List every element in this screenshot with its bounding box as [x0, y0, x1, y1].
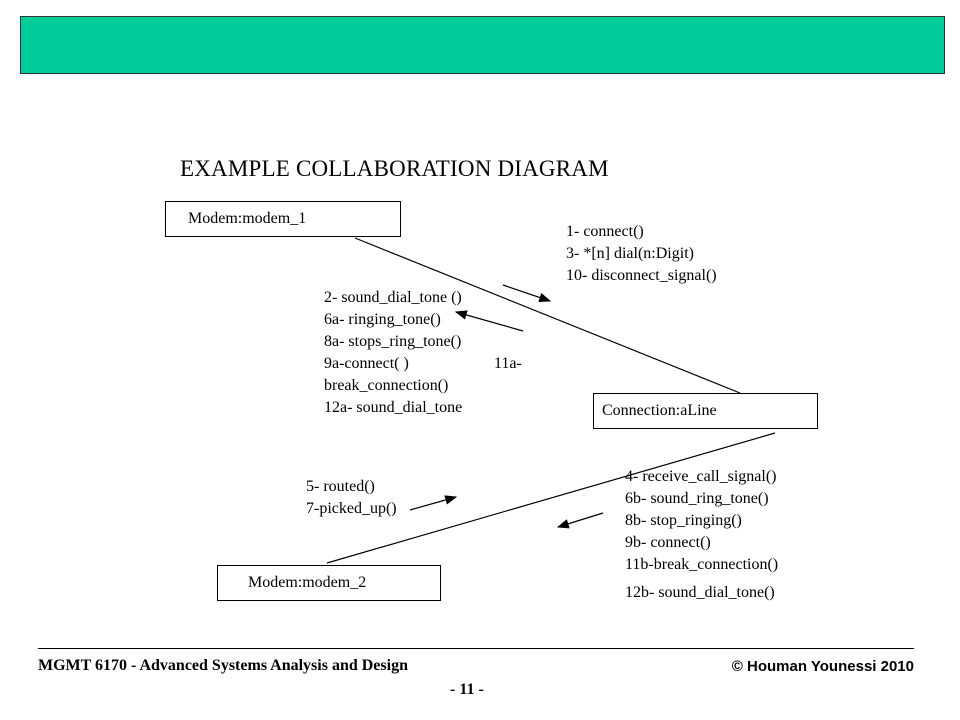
message: 3- *[n] dial(n:Digit) — [566, 245, 694, 262]
arrow-to-connection — [502, 284, 552, 303]
object-modem2-label: Modem:modem_2 — [248, 574, 367, 591]
message: 8b- stop_ringing() — [625, 512, 742, 529]
object-modem1: Modem:modem_1 — [165, 201, 401, 237]
message: 10- disconnect_signal() — [566, 267, 717, 284]
message: 7-picked_up() — [306, 500, 397, 517]
message: 11a- — [494, 355, 522, 372]
messages-to-modem2: 4- receive_call_signal() 6b- sound_ring_… — [625, 466, 778, 604]
object-modem1-label: Modem:modem_1 — [188, 210, 307, 227]
messages-from-modem2: 5- routed() 7-picked_up() — [306, 476, 397, 520]
link-modem1-connection — [354, 237, 741, 394]
message: 6a- ringing_tone() — [324, 311, 441, 328]
object-modem2: Modem:modem_2 — [217, 565, 441, 601]
message: 12a- sound_dial_tone — [324, 399, 463, 416]
link-connection-modem2 — [326, 432, 776, 564]
message: 9a-connect( ) — [324, 355, 409, 372]
message: 8a- stops_ring_tone() — [324, 333, 462, 350]
message: 12b- sound_dial_tone() — [625, 584, 775, 601]
footer-course: MGMT 6170 - Advanced Systems Analysis an… — [38, 657, 408, 674]
message: 4- receive_call_signal() — [625, 468, 777, 485]
arrow-to-modem2 — [556, 512, 604, 529]
arrow-to-modem1 — [454, 310, 524, 332]
footer-copyright: © Houman Younessi 2010 — [731, 658, 914, 675]
messages-to-connection: 1- connect() 3- *[n] dial(n:Digit) 10- d… — [566, 221, 717, 287]
diagram-title: EXAMPLE COLLABORATION DIAGRAM — [180, 156, 609, 181]
header-banner — [20, 16, 945, 74]
message: 9b- connect() — [625, 534, 711, 551]
page-number: - 11 - — [450, 681, 484, 698]
message: 5- routed() — [306, 478, 375, 495]
message: 11b-break_connection() — [625, 556, 779, 573]
message: 1- connect() — [566, 223, 644, 240]
messages-to-modem1: 2- sound_dial_tone () 6a- ringing_tone()… — [324, 287, 522, 419]
object-connection: Connection:aLine — [593, 393, 818, 429]
message: 2- sound_dial_tone () — [324, 289, 462, 306]
message: 6b- sound_ring_tone() — [625, 490, 769, 507]
arrow-from-modem2 — [409, 495, 458, 511]
message: break_connection() — [324, 377, 449, 394]
footer-divider — [38, 648, 914, 649]
object-connection-label: Connection:aLine — [602, 402, 717, 419]
